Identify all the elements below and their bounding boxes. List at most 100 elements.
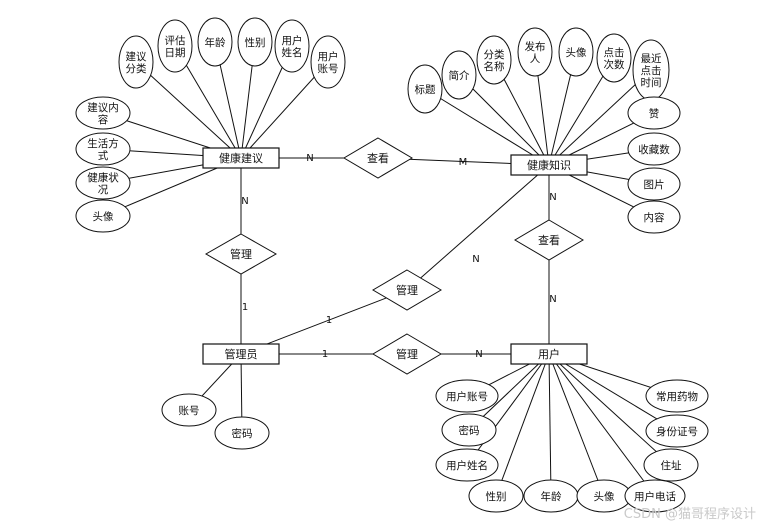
connector-lines <box>102 41 678 497</box>
entity-admin: 管理员 <box>202 343 280 365</box>
connector-advice-category <box>135 61 242 159</box>
attribute-shape <box>435 448 499 482</box>
connector-user-phone <box>548 353 656 497</box>
attribute-label: 收藏数 <box>638 143 670 156</box>
attribute-label: 用户姓名 <box>446 459 488 472</box>
connector-user-gender <box>495 353 550 497</box>
attribute-label: 头像 <box>93 211 114 223</box>
relationship-label: 管理 <box>396 283 418 297</box>
attribute-label: 人 <box>530 53 541 65</box>
attribute-know-likes: 赞 <box>627 96 681 130</box>
attribute-user-gender: 性别 <box>468 479 524 513</box>
attribute-label: 用户电话 <box>634 490 676 503</box>
attribute-label: 用户 <box>318 50 339 63</box>
attribute-label: 简介 <box>449 69 470 82</box>
attribute-label: 账号 <box>179 405 200 417</box>
cardinality-knowledge-view2: N <box>549 192 556 203</box>
attribute-shape <box>75 96 131 130</box>
attribute-advice-user-name: 用户姓名 <box>274 19 310 73</box>
attribute-label: 点击 <box>641 65 662 77</box>
attribute-advice-avatar: 头像 <box>75 199 131 233</box>
attribute-shape <box>627 167 681 201</box>
attribute-label: 式 <box>98 149 109 162</box>
relationship-manage-bottom: 管理 <box>372 333 442 375</box>
attribute-user-password: 密码 <box>441 413 497 447</box>
attribute-shape <box>75 132 131 166</box>
attribute-ellipses: 建议分类评估日期年龄性别用户姓名用户账号建议内容生活方式健康状况头像标题简介分类… <box>75 17 709 513</box>
attribute-label: 性别 <box>245 36 266 49</box>
attribute-know-intro: 简介 <box>441 50 477 100</box>
attribute-label: 账号 <box>318 63 339 75</box>
attribute-label: 名称 <box>484 60 505 73</box>
attribute-label: 年龄 <box>205 36 226 49</box>
attribute-shape <box>517 27 553 77</box>
attribute-know-avatar: 头像 <box>558 27 594 77</box>
relationship-shape <box>372 333 442 375</box>
attribute-user-phone: 用户电话 <box>624 479 686 513</box>
attribute-know-favorites: 收藏数 <box>627 132 681 166</box>
relationship-shape <box>204 233 278 275</box>
attribute-shape <box>441 413 497 447</box>
attribute-shape <box>310 35 346 89</box>
entity-shape <box>510 343 588 365</box>
attribute-label: 点击 <box>604 47 625 59</box>
attribute-shape <box>214 416 270 450</box>
attribute-shape <box>407 64 443 114</box>
cardinality-manage-diag-knowledge: N <box>472 254 479 265</box>
cardinality-admin-manage-bottom: 1 <box>322 349 328 360</box>
entity-label: 用户 <box>538 347 560 361</box>
attribute-shape <box>161 393 217 427</box>
cardinality-admin-manage-diag: 1 <box>326 315 332 326</box>
attribute-shape <box>596 33 632 83</box>
cardinality-advice-manage: N <box>241 196 248 207</box>
attribute-label: 分类 <box>126 62 147 75</box>
attribute-label: 图片 <box>644 178 665 191</box>
attribute-label: 姓名 <box>282 46 303 59</box>
attribute-shape <box>645 414 709 448</box>
attribute-label: 性别 <box>486 490 507 503</box>
attribute-shape <box>627 200 681 234</box>
entity-shape <box>510 154 588 176</box>
relationship-view-right: 查看 <box>514 219 584 261</box>
attribute-label: 建议内 <box>87 101 119 114</box>
attribute-label: 次数 <box>604 58 625 71</box>
attribute-label: 时间 <box>641 76 662 89</box>
attribute-shape <box>75 166 131 200</box>
entity-health-advice: 健康建议 <box>202 147 280 169</box>
connector-know-intro <box>458 74 550 166</box>
attribute-advice-gender: 性别 <box>237 17 273 67</box>
attribute-label: 头像 <box>566 47 587 59</box>
attribute-user-name: 用户姓名 <box>435 448 499 482</box>
attribute-shape <box>643 448 699 482</box>
cardinality-manage-bottom-user: N <box>475 349 482 360</box>
attribute-label: 用户账号 <box>446 390 488 403</box>
cardinality-advice-view: N <box>306 153 313 164</box>
attribute-shape <box>197 17 233 67</box>
attribute-shape <box>435 379 499 413</box>
attribute-know-image: 图片 <box>627 167 681 201</box>
attribute-shape <box>624 479 686 513</box>
connector-user-id-card <box>548 353 678 432</box>
attribute-label: 密码 <box>232 427 253 440</box>
attribute-label: 标题 <box>415 84 436 96</box>
attribute-shape <box>237 17 273 67</box>
attribute-label: 密码 <box>459 424 480 437</box>
attribute-know-title: 标题 <box>407 64 443 114</box>
attribute-shape <box>441 50 477 100</box>
attribute-label: 最近 <box>641 52 662 65</box>
attribute-label: 用户 <box>282 34 303 47</box>
attribute-shape <box>627 132 681 166</box>
attribute-label: 头像 <box>594 491 615 503</box>
attribute-label: 健康状 <box>87 171 119 184</box>
relationship-view-top: 查看 <box>343 137 413 179</box>
connector-know-title <box>424 88 550 166</box>
relationship-shape <box>514 219 584 261</box>
